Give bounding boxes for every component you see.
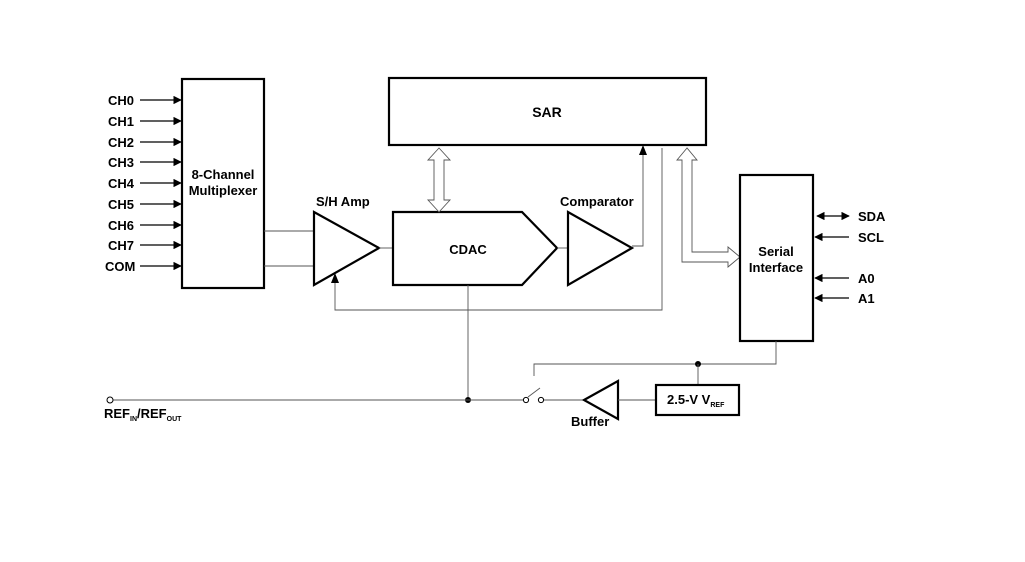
- vref-label: 2.5-V VREF: [667, 392, 725, 409]
- sh-amp-triangle: [312, 210, 382, 287]
- channel-label-ch0: CH0: [108, 93, 134, 108]
- channel-label-ch1: CH1: [108, 114, 134, 129]
- comparator-to-sar-arrow: [639, 145, 647, 155]
- ref-pin-label: REFIN/REFOUT: [104, 406, 182, 423]
- sar-block: [387, 76, 708, 147]
- comparator-label: Comparator: [560, 194, 634, 209]
- channel-label-ch4: CH4: [108, 176, 135, 191]
- cdac-label: CDAC: [449, 242, 487, 257]
- channel-label-ch3: CH3: [108, 155, 134, 170]
- comparator-to-sar-line: [632, 148, 644, 247]
- a0-label: A0: [858, 271, 875, 286]
- cdac-block: [391, 210, 559, 287]
- a1-label: A1: [858, 291, 875, 306]
- ref-pin-terminal: [106, 396, 114, 404]
- mux-label-line2: Multiplexer: [189, 183, 258, 198]
- serial-to-switch-line: [533, 341, 777, 376]
- channel-inputs: CH0 CH1 CH2 CH3 CH4 CH5 CH6 CH7 COM: [105, 93, 182, 274]
- sda-label: SDA: [858, 209, 886, 224]
- serial-interface-block: [738, 173, 815, 343]
- sh-amp-label: S/H Amp: [316, 194, 370, 209]
- sar-to-sh-control-line: [334, 148, 663, 311]
- buffer-label: Buffer: [571, 414, 609, 429]
- sar-label: SAR: [532, 104, 562, 120]
- switch-contact-left: [522, 396, 530, 404]
- channel-label-ch2: CH2: [108, 135, 134, 150]
- multiplexer-block: [180, 77, 266, 290]
- sar-serial-bus-arrow: [676, 147, 741, 268]
- channel-label-ch6: CH6: [108, 218, 134, 233]
- channel-label-ch5: CH5: [108, 197, 134, 212]
- switch-blade: [527, 387, 541, 398]
- comparator-triangle: [566, 210, 635, 287]
- sh-control-arrow: [331, 273, 339, 283]
- mux-label-line1: 8-Channel: [192, 167, 255, 182]
- serial-label-line2: Interface: [749, 260, 803, 275]
- channel-label-ch7: CH7: [108, 238, 134, 253]
- serial-label-line1: Serial: [758, 244, 793, 259]
- scl-label: SCL: [858, 230, 884, 245]
- channel-label-com: COM: [105, 259, 135, 274]
- sar-cdac-bus-arrow: [426, 147, 452, 213]
- vref-block: [654, 383, 741, 417]
- switch-contact-right: [537, 396, 545, 404]
